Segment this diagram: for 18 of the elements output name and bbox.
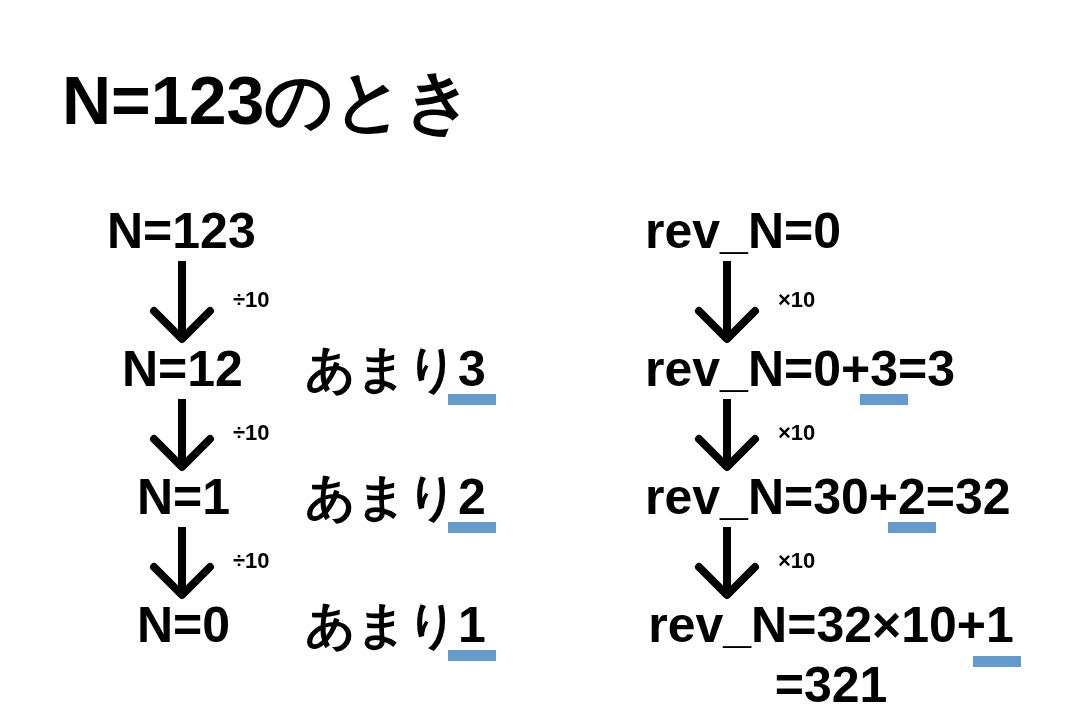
remainder-text: あまり1 [305,596,486,655]
edge-label: ×10 [778,547,816,575]
equation-text: N=12 [122,339,243,399]
equation-text: N=123 [107,201,256,261]
edge-label: ÷10 [233,419,270,447]
equation-text: N=0 [137,595,231,655]
equation-text: rev_N=30+2=32 [645,467,1011,527]
edge-label: ×10 [778,419,816,447]
remainder-text: あまり3 [305,340,486,399]
equation-text: rev_N=0 [645,201,841,261]
equation-text: rev_N=32×10+1 =321 [645,595,1017,715]
title: N=123のとき [62,61,475,140]
equation-text: N=1 [137,467,231,527]
edge-label: ÷10 [233,547,270,575]
edge-label: ÷10 [233,286,270,314]
edge-label: ×10 [778,286,816,314]
equation-text: rev_N=0+3=3 [645,339,955,399]
remainder-text: あまり2 [305,468,486,527]
